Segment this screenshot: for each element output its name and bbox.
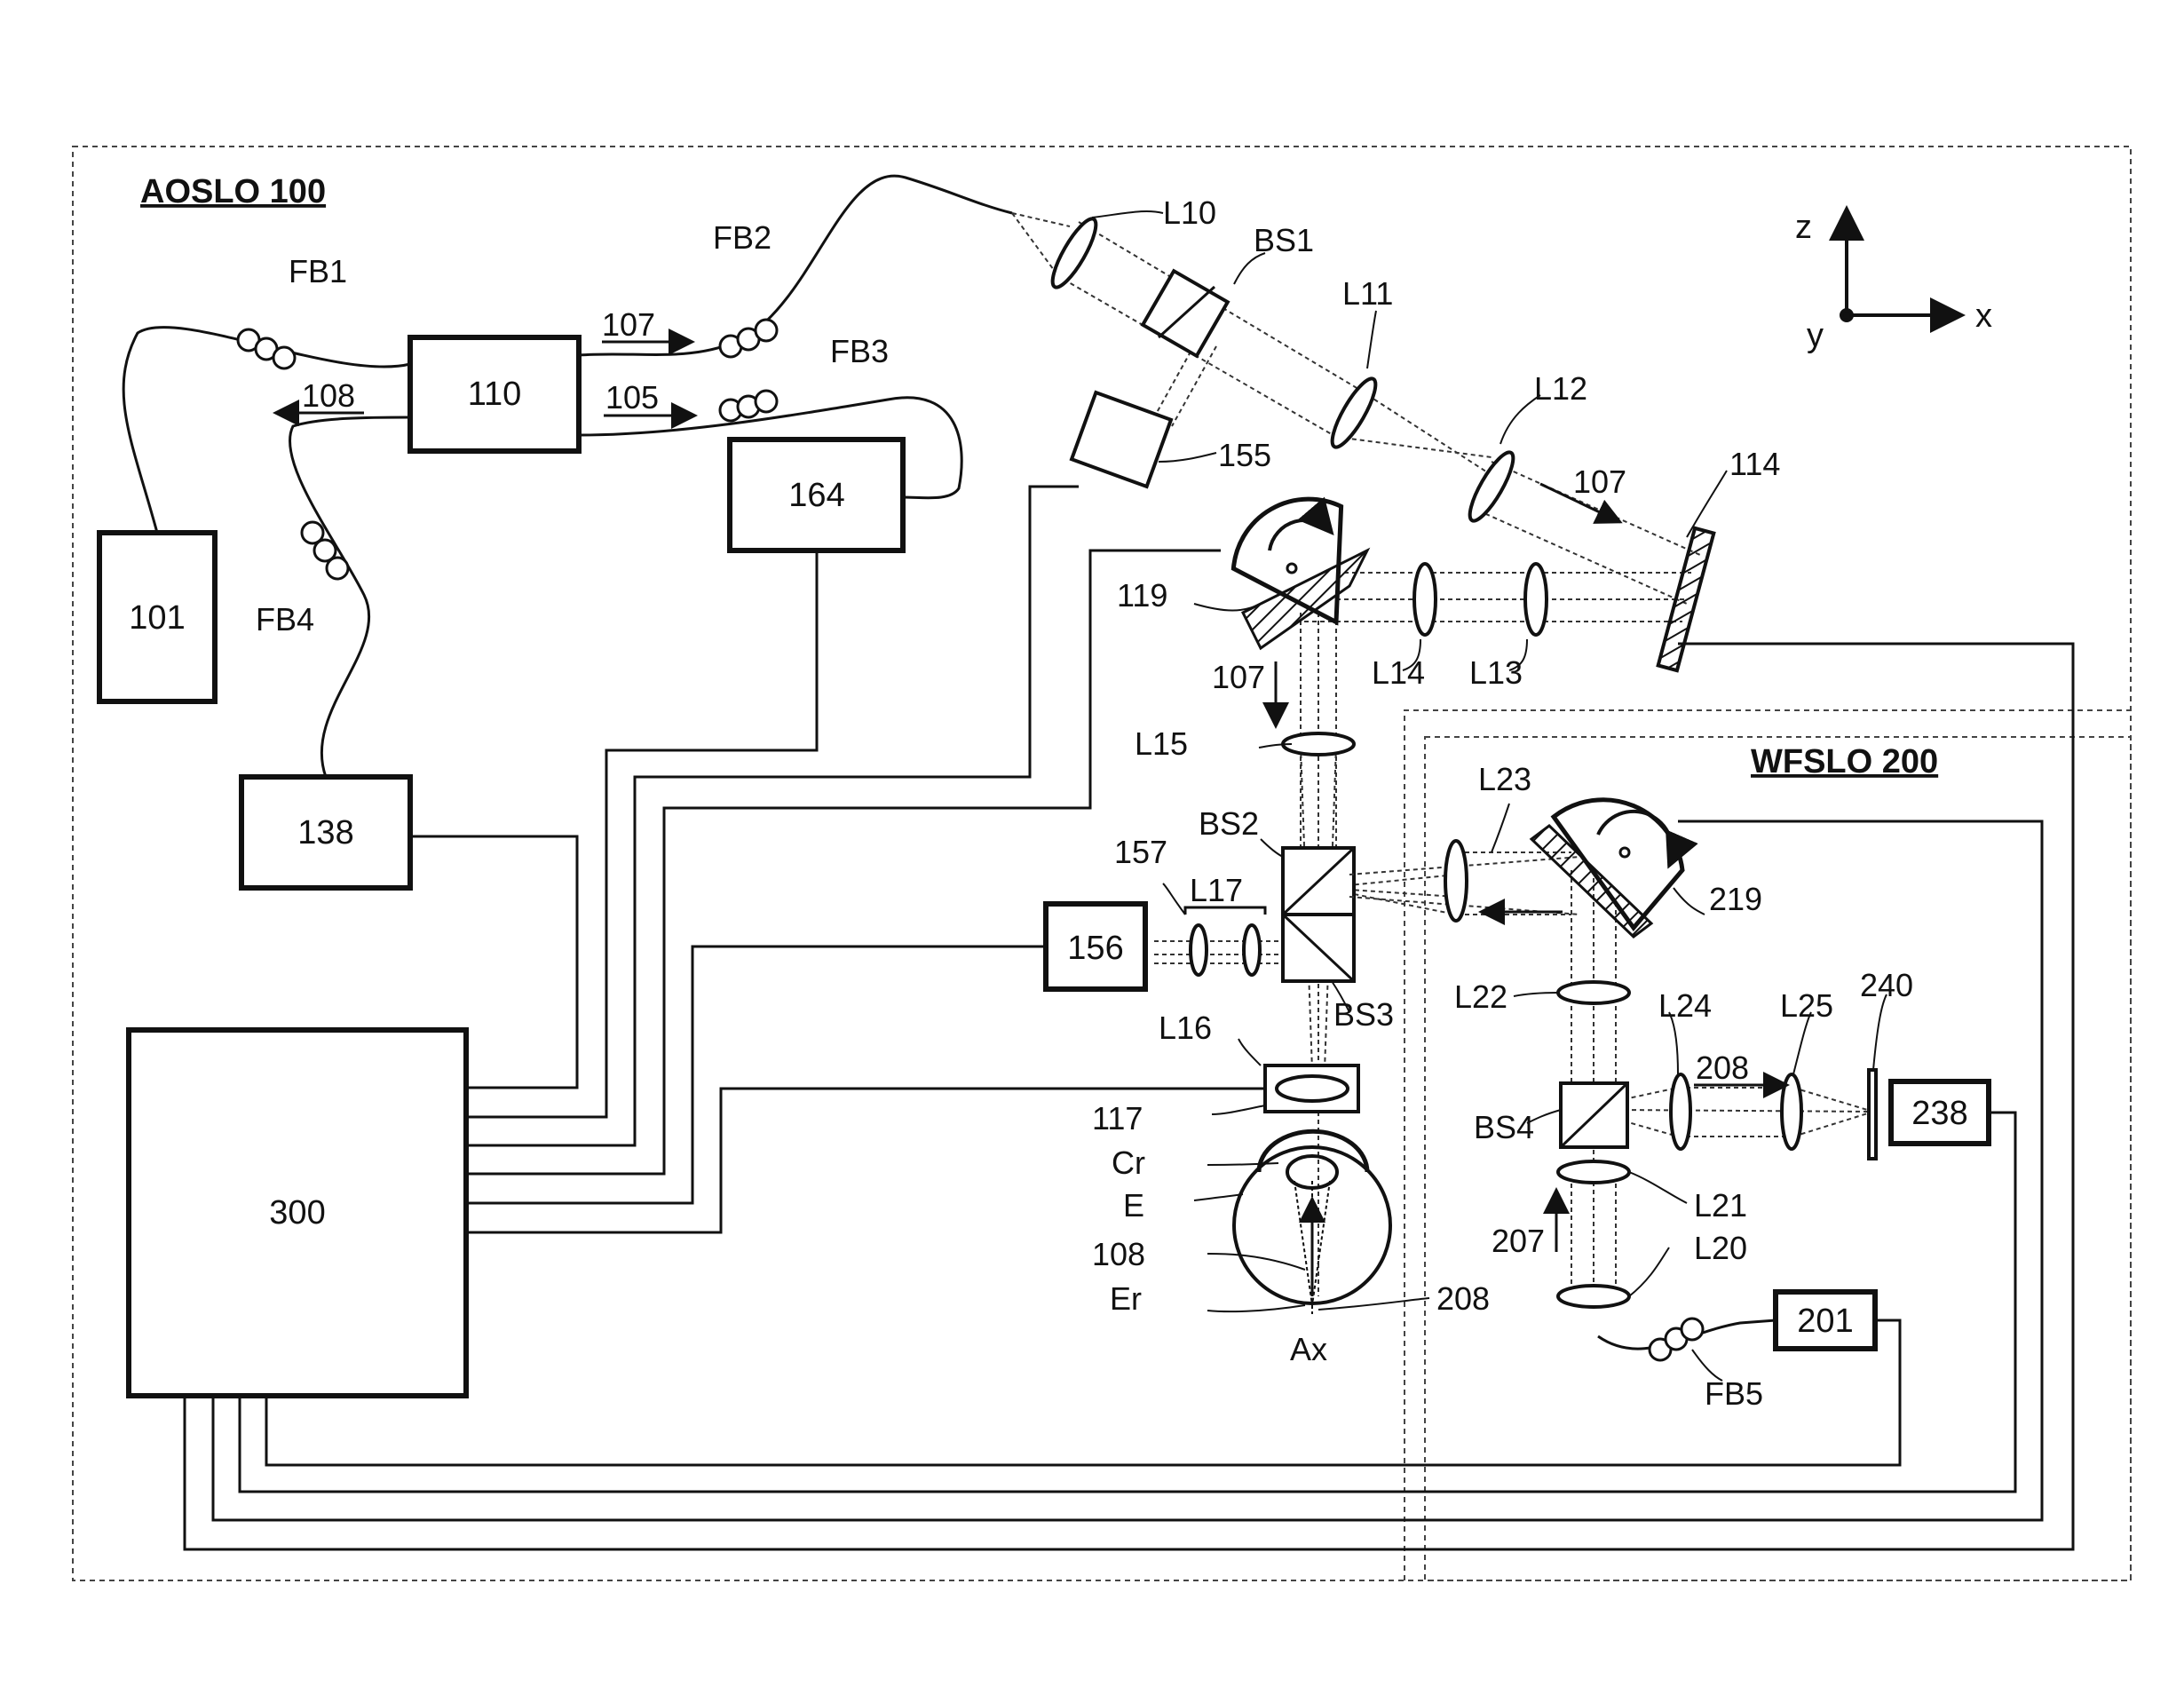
label-L13: L13 bbox=[1469, 654, 1523, 691]
aperture-240 bbox=[1869, 1070, 1876, 1159]
box-138-label: 138 bbox=[297, 814, 353, 851]
label-E: E bbox=[1123, 1187, 1144, 1224]
label-L15: L15 bbox=[1135, 725, 1188, 762]
box-156-label: 156 bbox=[1067, 930, 1123, 967]
label-BS2: BS2 bbox=[1199, 805, 1259, 842]
lens-L14 bbox=[1414, 564, 1436, 635]
box-201-label: 201 bbox=[1797, 1303, 1853, 1340]
label-Cr: Cr bbox=[1112, 1144, 1145, 1181]
box-110-label: 110 bbox=[468, 376, 522, 413]
label-L10: L10 bbox=[1163, 194, 1216, 231]
label-L25: L25 bbox=[1780, 987, 1833, 1024]
label-105: 105 bbox=[605, 379, 659, 416]
label-107-top: 107 bbox=[602, 306, 655, 343]
label-Ax: Ax bbox=[1290, 1331, 1327, 1367]
lens-L16 bbox=[1277, 1076, 1348, 1101]
label-FB2: FB2 bbox=[713, 219, 772, 256]
lens-L10 bbox=[1046, 214, 1104, 292]
label-108-eye: 108 bbox=[1092, 1236, 1145, 1272]
label-FB3: FB3 bbox=[830, 333, 889, 369]
label-119: 119 bbox=[1117, 577, 1167, 614]
title-aoslo: AOSLO 100 bbox=[140, 173, 326, 210]
label-117: 117 bbox=[1092, 1100, 1143, 1137]
label-BS3: BS3 bbox=[1333, 996, 1394, 1033]
lens-L15 bbox=[1283, 733, 1354, 755]
label-208-eye: 208 bbox=[1436, 1280, 1490, 1317]
label-L17: L17 bbox=[1190, 872, 1243, 908]
axis-x-label: x bbox=[1975, 297, 1992, 335]
label-107-mid: 107 bbox=[1573, 463, 1626, 500]
label-155: 155 bbox=[1218, 437, 1271, 473]
box-238-label: 238 bbox=[1911, 1095, 1967, 1132]
aoslo-inner-boundary bbox=[1405, 710, 2131, 1580]
scanner-119 bbox=[1217, 479, 1390, 653]
label-114: 114 bbox=[1729, 446, 1780, 482]
label-L21: L21 bbox=[1694, 1187, 1747, 1224]
label-207: 207 bbox=[1492, 1223, 1545, 1259]
label-157: 157 bbox=[1114, 834, 1167, 870]
lens-L23 bbox=[1445, 841, 1467, 921]
lens-L20 bbox=[1558, 1286, 1629, 1307]
label-FB1: FB1 bbox=[289, 253, 347, 289]
label-FB4: FB4 bbox=[256, 601, 314, 638]
coordinate-axes bbox=[1841, 209, 1962, 321]
label-BS4: BS4 bbox=[1474, 1109, 1534, 1145]
label-240: 240 bbox=[1860, 967, 1913, 1003]
lens-L17-b bbox=[1244, 925, 1260, 975]
lens-L13 bbox=[1525, 564, 1547, 635]
label-L23: L23 bbox=[1478, 761, 1531, 797]
label-L16: L16 bbox=[1159, 1010, 1212, 1046]
label-L12: L12 bbox=[1534, 370, 1587, 407]
lens-L12 bbox=[1463, 447, 1521, 526]
label-107-lower: 107 bbox=[1212, 659, 1265, 695]
label-L11: L11 bbox=[1342, 275, 1393, 312]
axis-y-label: y bbox=[1807, 317, 1824, 354]
label-L20: L20 bbox=[1694, 1230, 1747, 1266]
label-Er: Er bbox=[1110, 1280, 1142, 1317]
label-L22: L22 bbox=[1454, 978, 1507, 1015]
box-300-label: 300 bbox=[269, 1194, 325, 1232]
wfslo-boundary bbox=[1425, 737, 2131, 1580]
label-208-wfslo: 208 bbox=[1696, 1049, 1749, 1086]
box-101-label: 101 bbox=[129, 599, 185, 637]
label-108-fiber: 108 bbox=[302, 377, 355, 414]
lens-L17-a bbox=[1191, 925, 1207, 975]
lens-L22 bbox=[1558, 982, 1629, 1003]
box-164-label: 164 bbox=[788, 477, 844, 514]
scanner-219 bbox=[1531, 800, 1682, 937]
label-L24: L24 bbox=[1658, 987, 1712, 1024]
lens-L21 bbox=[1558, 1161, 1629, 1183]
detector-155 bbox=[1072, 392, 1171, 487]
axis-z-label: z bbox=[1795, 209, 1812, 246]
label-BS1: BS1 bbox=[1254, 222, 1314, 258]
title-wfslo: WFSLO 200 bbox=[1751, 743, 1938, 780]
label-219: 219 bbox=[1709, 881, 1762, 917]
label-FB5: FB5 bbox=[1705, 1375, 1763, 1412]
label-L14: L14 bbox=[1372, 654, 1425, 691]
bracket-L17 bbox=[1185, 907, 1265, 915]
lens-L24 bbox=[1671, 1074, 1690, 1149]
